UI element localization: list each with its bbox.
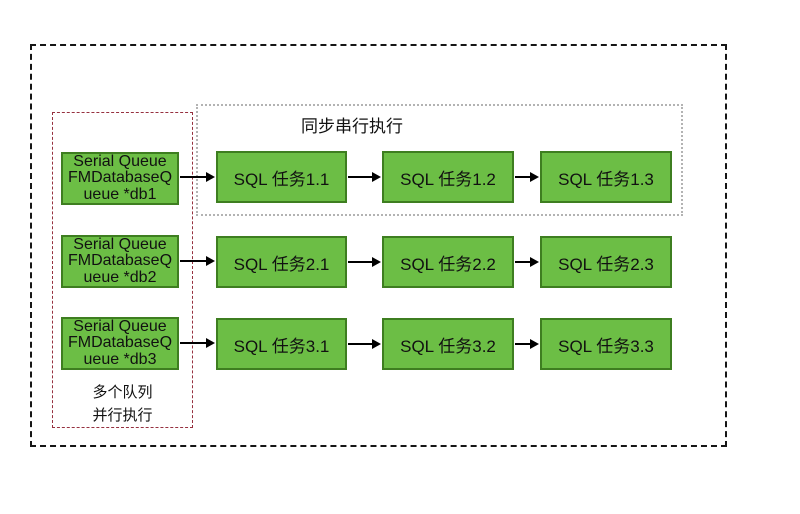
task-node-label: SQL 任务1.1 [233,169,330,189]
task-node-label: SQL 任务3.1 [233,336,330,356]
task-node-3-3: SQL 任务3.3 [540,318,672,370]
task-node-2-2: SQL 任务2.2 [382,236,514,288]
task-node-label: SQL 任务3.3 [558,336,654,356]
task-node-3-1: SQL 任务3.1 [216,318,347,370]
task-node-2-3: SQL 任务2.3 [540,236,672,288]
queue-node-label-line: ueue *db2 [83,268,157,286]
serial-execution-title: 同步串行执行 [301,117,403,136]
task-node-1-3: SQL 任务1.3 [540,151,672,203]
queue-node-label-line: Serial Queue [73,317,167,335]
task-node-label: SQL 任务2.3 [558,254,654,274]
queue-node-db2: Serial Queue FMDatabaseQ ueue *db2 [61,235,179,288]
flow-arrow-icon [515,171,539,183]
task-node-2-1: SQL 任务2.1 [216,236,347,288]
queue-node-label-line: ueue *db3 [83,350,157,368]
flow-arrow-icon [180,337,215,349]
parallel-queues-group-box [52,112,193,428]
queue-node-label-line: Serial Queue [73,235,167,253]
parallel-caption-line1: 多个队列 [92,384,153,401]
task-node-label: SQL 任务1.2 [400,169,496,189]
flow-arrow-icon [348,256,381,268]
queue-node-db3: Serial Queue FMDatabaseQ ueue *db3 [61,317,179,370]
task-node-label: SQL 任务2.2 [400,254,496,274]
queue-node-label-line: FMDatabaseQ [67,252,173,270]
queue-node-label-line: ueue *db1 [83,185,157,203]
task-node-1-1: SQL 任务1.1 [216,151,347,203]
flow-arrow-icon [180,171,215,183]
task-node-1-2: SQL 任务1.2 [382,151,514,203]
flow-arrow-icon [348,338,381,350]
parallel-execution-caption: 多个队列 并行执行 [52,381,193,427]
outer-dashed-boundary [30,44,727,447]
flow-arrow-icon [180,255,215,267]
task-node-3-2: SQL 任务3.2 [382,318,514,370]
parallel-caption-line2: 并行执行 [92,407,153,424]
flow-arrow-icon [515,338,539,350]
flow-arrow-icon [515,256,539,268]
task-node-label: SQL 任务3.2 [400,336,496,356]
queue-node-label-line: FMDatabaseQ [67,334,173,352]
task-node-label: SQL 任务2.1 [233,254,330,274]
queue-node-db1: Serial Queue FMDatabaseQ ueue *db1 [61,152,179,205]
queue-node-label-line: FMDatabaseQ [67,169,173,187]
queue-node-label-line: Serial Queue [73,152,167,170]
task-node-label: SQL 任务1.3 [558,169,654,189]
serial-execution-group-box [196,104,683,216]
flow-arrow-icon [348,171,381,183]
